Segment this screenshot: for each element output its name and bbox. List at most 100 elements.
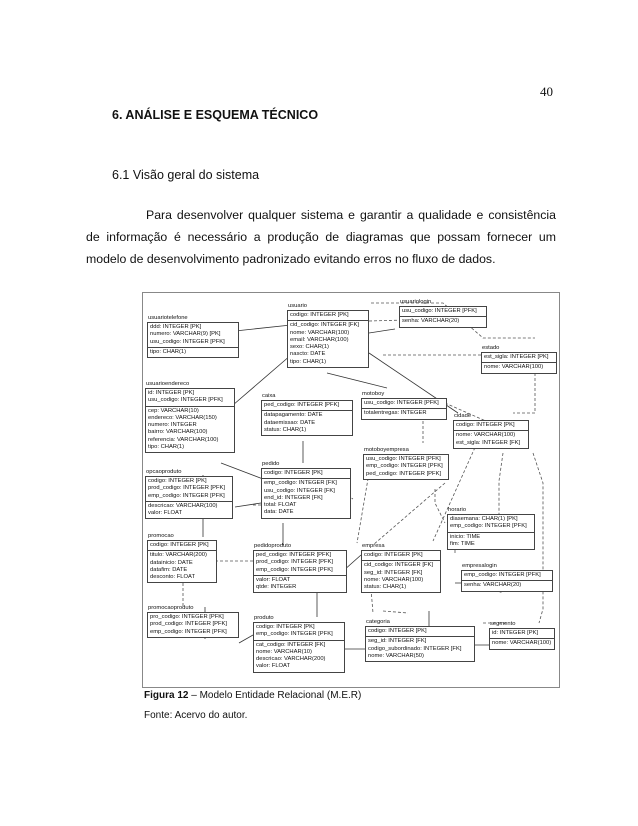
entity-horario: horario diasemana: CHAR(1) [PK] emp_codi… bbox=[447, 507, 535, 551]
entity-column: id: INTEGER [PK] bbox=[492, 630, 539, 637]
entity-column: cep: VARCHAR(10) bbox=[148, 407, 199, 414]
entity-column: prod_codigo: INTEGER [PFK] bbox=[148, 485, 226, 492]
entity-column: total: FLOAT bbox=[264, 502, 297, 509]
entity-name: produto bbox=[254, 615, 274, 621]
entity-column: usu_codigo: INTEGER [PFK] bbox=[364, 400, 439, 407]
entity-column: datapagamento: DATE bbox=[264, 412, 323, 419]
entity-opcaoproduto: opcaoproduto codigo: INTEGER [PK] prod_c… bbox=[145, 469, 233, 520]
page-number: 40 bbox=[540, 84, 553, 99]
entity-column: codigo: INTEGER [PK] bbox=[148, 478, 207, 485]
entity-column: codigo: INTEGER [PK] bbox=[264, 470, 323, 477]
figure-source: Fonte: Acervo do autor. bbox=[144, 710, 248, 721]
entity-name: usuariotelefone bbox=[148, 315, 188, 321]
entity-column: emp_codigo: INTEGER [PFK] bbox=[450, 523, 527, 530]
entity-column: fim: TIME bbox=[450, 540, 475, 547]
entity-column: inicio: TIME bbox=[450, 533, 481, 540]
entity-column: numero: INTEGER bbox=[148, 422, 197, 429]
entity-usuario: usuario codigo: INTEGER [PK] cid_codigo:… bbox=[287, 303, 369, 368]
entity-column: nome: VARCHAR(100) bbox=[364, 576, 424, 583]
entity-column: qtde: INTEGER bbox=[256, 584, 297, 591]
entity-name: segmento bbox=[490, 621, 516, 627]
entity-column: senha: VARCHAR(20) bbox=[402, 318, 460, 325]
entity-column: numero: VARCHAR(9) [PK] bbox=[150, 331, 221, 338]
entity-column: descricao: VARCHAR(200) bbox=[256, 656, 326, 663]
entity-usuariologin: usuariologin usu_codigo: INTEGER [PFK] s… bbox=[399, 299, 487, 328]
entity-column: cid_codigo: INTEGER [FK] bbox=[290, 322, 359, 329]
entity-column: est_sigla: INTEGER [FK] bbox=[456, 439, 521, 446]
entity-column: nome: VARCHAR(100) bbox=[492, 640, 552, 647]
entity-column: emp_codigo: INTEGER [PFK] bbox=[256, 566, 333, 573]
entity-column: sexo: CHAR(1) bbox=[290, 344, 329, 351]
entity-column: nascto: DATE bbox=[290, 351, 326, 358]
entity-promocao: promocao codigo: INTEGER [PK] titulo: VA… bbox=[147, 533, 217, 584]
entity-column: codigo: INTEGER [PK] bbox=[368, 628, 427, 635]
entity-column: emp_codigo: INTEGER [PFK] bbox=[256, 631, 333, 638]
entity-column: emp_codigo: INTEGER [PFK] bbox=[148, 492, 225, 499]
figure-caption-text: – Modelo Entidade Relacional (M.E.R) bbox=[188, 690, 362, 701]
entity-name: pedidoproduto bbox=[254, 543, 292, 549]
entity-column: codigo_subordinado: INTEGER [FK] bbox=[368, 645, 462, 652]
entity-column: id: INTEGER [PK] bbox=[148, 390, 195, 397]
er-diagram: usuario codigo: INTEGER [PK] cid_codigo:… bbox=[142, 292, 560, 688]
figure-caption-label: Figura 12 bbox=[144, 690, 189, 701]
entity-name: promocao bbox=[148, 533, 174, 539]
entity-column: ddd: INTEGER [PK] bbox=[150, 324, 202, 331]
entity-column: codigo: INTEGER [PK] bbox=[150, 542, 209, 549]
entity-name: motoboyempresa bbox=[364, 447, 409, 453]
entity-column: senha: VARCHAR(20) bbox=[464, 582, 522, 589]
entity-promocaoproduto: promocaoproduto pro_codigo: INTEGER [PFK… bbox=[147, 605, 239, 638]
subsection-title: 6.1 Visão geral do sistema bbox=[112, 168, 260, 182]
entity-column: descricao: VARCHAR(100) bbox=[148, 502, 218, 509]
entity-usuarioendereco: usuarioendereco id: INTEGER [PK] usu_cod… bbox=[145, 381, 235, 454]
entity-column: tipo: CHAR(1) bbox=[148, 443, 185, 450]
body-paragraph: Para desenvolver qualquer sistema e gara… bbox=[86, 208, 556, 266]
entity-name: empresa bbox=[362, 543, 385, 549]
entity-column: status: CHAR(1) bbox=[364, 584, 407, 591]
entity-name: motoboy bbox=[362, 391, 385, 397]
entity-column: datafim: DATE bbox=[150, 566, 188, 573]
entity-column: usu_codigo: INTEGER [PFK] bbox=[150, 338, 225, 345]
entity-caixa: caixa ped_codigo: INTEGER [PFK] datapaga… bbox=[261, 393, 353, 437]
entity-column: tipo: CHAR(1) bbox=[290, 358, 327, 365]
entity-column: prod_codigo: INTEGER [PFK] bbox=[256, 559, 334, 566]
entity-column: desconto: FLOAT bbox=[150, 574, 195, 581]
entity-name: estado bbox=[482, 345, 500, 351]
entity-column: nome: VARCHAR(100) bbox=[456, 432, 516, 439]
entity-name: caixa bbox=[262, 393, 276, 399]
entity-motoboyempresa: motoboyempresa usu_codigo: INTEGER [PFK]… bbox=[363, 447, 449, 480]
entity-motoboy: motoboy usu_codigo: INTEGER [PFK] totale… bbox=[361, 391, 447, 420]
entity-column: prod_codigo: INTEGER [PFK] bbox=[150, 621, 228, 628]
entity-name: horario bbox=[448, 507, 467, 513]
entity-pedidoproduto: pedidoproduto ped_codigo: INTEGER [PFK] … bbox=[253, 543, 347, 594]
entity-column: nome: VARCHAR(50) bbox=[368, 652, 424, 659]
entity-column: usu_codigo: INTEGER [PFK] bbox=[148, 397, 223, 404]
entity-column: status: CHAR(1) bbox=[264, 426, 307, 433]
entity-column: nome: VARCHAR(100) bbox=[484, 364, 544, 371]
entity-column: est_sigla: INTEGER [PK] bbox=[484, 354, 549, 361]
entity-column: valor: FLOAT bbox=[256, 576, 291, 583]
figure-caption: Figura 12 – Modelo Entidade Relacional (… bbox=[144, 690, 361, 701]
entity-cidade: cidade codigo: INTEGER [PK] nome: VARCHA… bbox=[453, 413, 529, 449]
entity-column: diasemana: CHAR(1) [PK] bbox=[450, 516, 518, 523]
entity-column: datainicio: DATE bbox=[150, 559, 193, 566]
entity-column: nome: VARCHAR(10) bbox=[256, 648, 312, 655]
entity-column: bairro: VARCHAR(100) bbox=[148, 429, 208, 436]
entity-usuariotelefone: usuariotelefone ddd: INTEGER [PK] numero… bbox=[147, 315, 239, 359]
entity-pedido: pedido codigo: INTEGER [PK] emp_codigo: … bbox=[261, 461, 351, 519]
section-title: 6. ANÁLISE E ESQUEMA TÉCNICO bbox=[112, 108, 319, 122]
entity-column: nome: VARCHAR(100) bbox=[290, 329, 350, 336]
entity-name: pedido bbox=[262, 461, 280, 467]
entity-name: promocaoproduto bbox=[148, 605, 194, 611]
entity-column: tipo: CHAR(1) bbox=[150, 348, 187, 355]
entity-column: email: VARCHAR(100) bbox=[290, 336, 349, 343]
entity-column: totalentregas: INTEGER bbox=[364, 410, 427, 417]
entity-column: emp_codigo: INTEGER [PFK] bbox=[366, 463, 443, 470]
entity-name: usuarioendereco bbox=[146, 381, 190, 387]
entity-column: codigo: INTEGER [PK] bbox=[456, 422, 515, 429]
entity-column: codigo: INTEGER [PK] bbox=[364, 552, 423, 559]
entity-column: cat_codigo: INTEGER [FK] bbox=[256, 641, 326, 648]
entity-column: ped_codigo: INTEGER [PFK] bbox=[264, 402, 340, 409]
entity-column: referencia: VARCHAR(100) bbox=[148, 436, 219, 443]
entity-column: codigo: INTEGER [PK] bbox=[256, 624, 315, 631]
entity-empresa: empresa codigo: INTEGER [PK] cid_codigo:… bbox=[361, 543, 441, 594]
